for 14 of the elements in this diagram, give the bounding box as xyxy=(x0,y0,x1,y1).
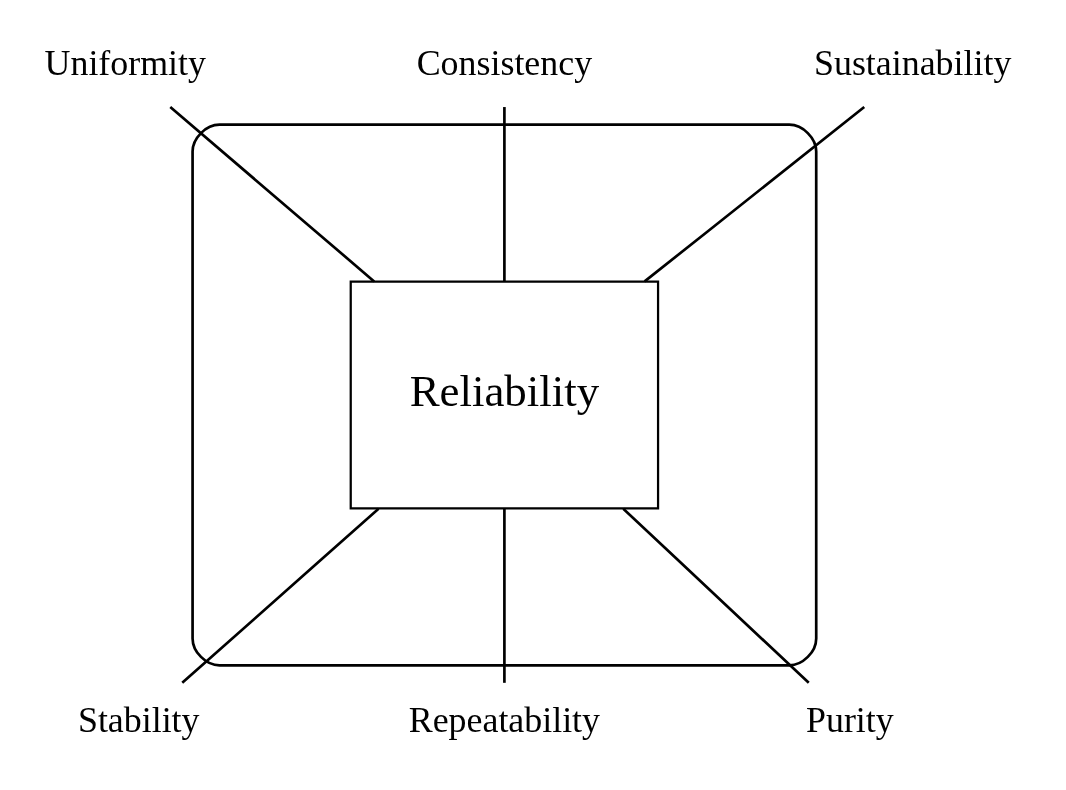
connector xyxy=(622,507,810,684)
node-text: Uniformity xyxy=(44,42,206,83)
connector xyxy=(643,106,866,283)
connector xyxy=(503,107,506,282)
node-text: Stability xyxy=(77,700,200,741)
connector xyxy=(181,507,380,684)
node-text: Purity xyxy=(806,700,894,741)
connector xyxy=(169,106,376,283)
connector xyxy=(503,508,506,683)
node-text: Consistency xyxy=(416,42,593,83)
node-text: Repeatability xyxy=(408,700,601,741)
cluster xyxy=(191,123,818,667)
node-text: Sustainability xyxy=(814,42,1012,83)
node-box: Reliability xyxy=(349,280,660,510)
